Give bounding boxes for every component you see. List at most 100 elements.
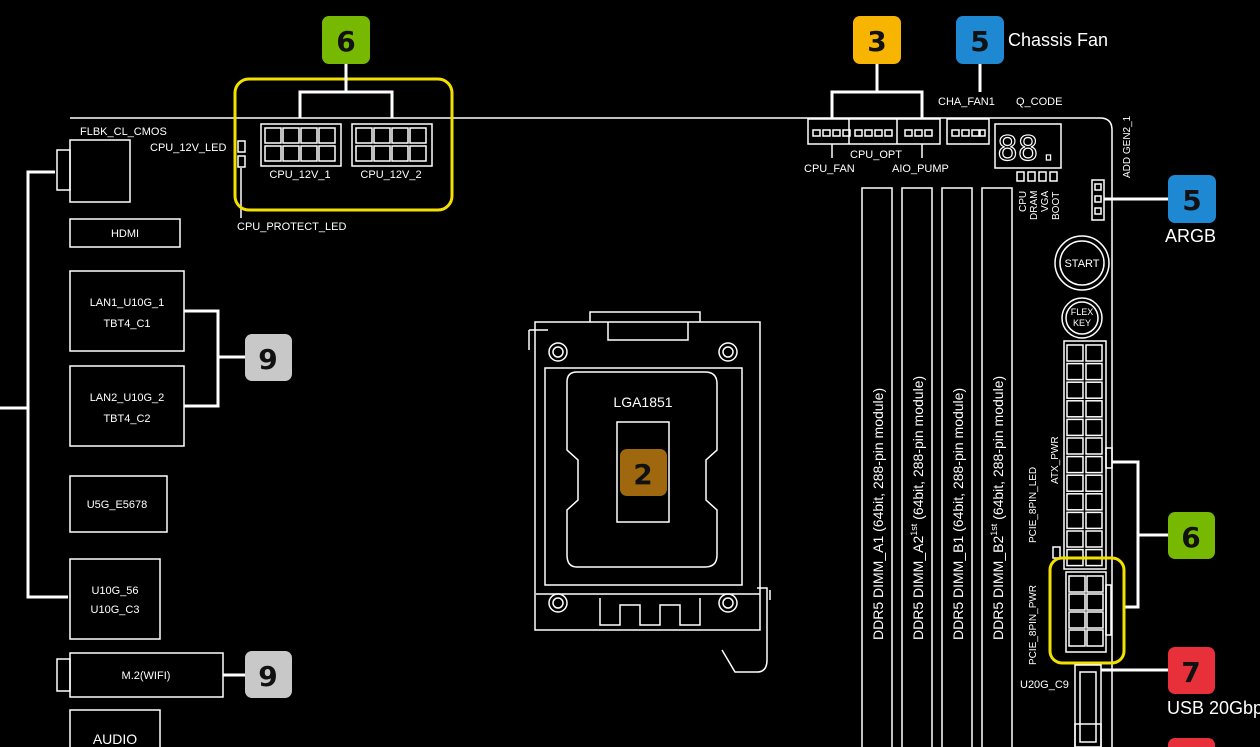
flex-key-label-2: KEY bbox=[1073, 318, 1091, 328]
pcie-8pin-led bbox=[1052, 546, 1061, 559]
atx-pin bbox=[1066, 530, 1084, 548]
rear-io-bracket bbox=[0, 170, 68, 599]
cpu-power-area: CPU_12V_LED CPU_PROTECT_LED CPU_12V_1 CP… bbox=[150, 64, 454, 233]
atx-pin bbox=[1085, 362, 1103, 381]
atx-pin bbox=[1066, 400, 1084, 418]
led-vga-label: VGA bbox=[1040, 191, 1051, 212]
cha-fan1-label: CHA_FAN1 bbox=[938, 96, 995, 108]
badge-lan: 9 bbox=[245, 334, 292, 381]
atx-pin bbox=[1085, 530, 1103, 548]
atx-power-connector: ATX_PWR bbox=[1050, 340, 1168, 609]
cpu-power-highlight bbox=[233, 77, 454, 212]
chassis-fan-callout: Chassis Fan bbox=[1008, 30, 1108, 50]
badge-cpu-fan: 3 bbox=[853, 16, 901, 64]
cpu-12v-led bbox=[237, 140, 246, 153]
u10g-label-1: U10G_56 bbox=[91, 585, 138, 597]
atx-pin bbox=[1085, 511, 1103, 530]
fan-header-block bbox=[807, 118, 941, 145]
fan-header-bracket bbox=[830, 64, 924, 119]
svg-text:5: 5 bbox=[1182, 184, 1201, 217]
badge-wifi: 9 bbox=[245, 651, 292, 698]
q-code-display: Q_CODE 88. CPU DRAM VGA BOOT bbox=[994, 96, 1062, 220]
dimm-slot-a2 bbox=[901, 187, 933, 747]
led-cpu-label: CPU bbox=[1018, 191, 1029, 212]
cpu-power-bracket bbox=[298, 64, 394, 118]
rear-io-column: FLBK_CL_CMOS HDMI LAN1_U10G_1 TBT4_C1 LA… bbox=[56, 126, 224, 747]
socket-label: LGA1851 bbox=[613, 394, 672, 410]
atx-pin bbox=[1066, 455, 1084, 474]
svg-text:9: 9 bbox=[258, 660, 277, 693]
cpu-12v-2-label: CPU_12V_2 bbox=[360, 169, 421, 181]
svg-text:7: 7 bbox=[1181, 656, 1200, 689]
cpu-12v-led-label: CPU_12V_LED bbox=[150, 142, 226, 154]
lan2-port bbox=[69, 365, 185, 447]
flex-key-button bbox=[1061, 297, 1103, 339]
atx-pin bbox=[1085, 493, 1103, 511]
atx-pin bbox=[1066, 493, 1084, 511]
atx-pin bbox=[1066, 418, 1084, 437]
cpu-12v-1-connector bbox=[260, 123, 342, 167]
pcie-8pin-pwr-label: PCIE_8PIN_PWR bbox=[1028, 585, 1039, 665]
dimm-a2-label: DDR5 DIMM_A21st (64bit, 288-pin module) bbox=[909, 376, 926, 640]
svg-text:6: 6 bbox=[336, 25, 355, 58]
aio-pump-label: AIO_PUMP bbox=[892, 163, 949, 175]
svg-text:6: 6 bbox=[1181, 521, 1200, 554]
flbk-cl-cmos-port bbox=[69, 139, 131, 203]
start-button bbox=[1054, 235, 1110, 291]
badge-atx-power: 6 bbox=[1168, 512, 1215, 559]
board-outline bbox=[70, 117, 1113, 747]
add-gen2-label: ADD GEN2_1 bbox=[1122, 115, 1133, 178]
atx-bracket bbox=[1112, 460, 1168, 609]
audio-port bbox=[69, 709, 161, 747]
svg-text:9: 9 bbox=[258, 343, 277, 376]
cpu-12v-1-pins bbox=[264, 127, 336, 162]
atx-pin bbox=[1066, 437, 1084, 455]
dimm-a1-label: DDR5 DIMM_A1 (64bit, 288-pin module) bbox=[870, 388, 886, 640]
badge-chassis-fan: 5 bbox=[956, 16, 1004, 64]
atx-pin bbox=[1066, 362, 1084, 381]
cpu-12v-1-label: CPU_12V_1 bbox=[269, 169, 330, 181]
onboard-buttons: START FLEX KEY bbox=[1054, 235, 1110, 339]
lan-bracket bbox=[184, 309, 246, 408]
atx-pin bbox=[1085, 344, 1103, 362]
cpu-opt-label: CPU_OPT bbox=[850, 149, 902, 161]
atx-pin bbox=[1085, 437, 1103, 455]
atx-pin bbox=[1085, 400, 1103, 418]
atx-pin bbox=[1066, 511, 1084, 530]
audio-label: AUDIO bbox=[93, 731, 137, 747]
cpu-12v-2-pins bbox=[355, 127, 427, 162]
atx-pin bbox=[1066, 474, 1084, 492]
flbk-cl-cmos-label: FLBK_CL_CMOS bbox=[80, 126, 167, 138]
atx-pin bbox=[1085, 455, 1103, 474]
atx-pin bbox=[1085, 418, 1103, 437]
svg-text:2: 2 bbox=[633, 458, 652, 491]
badge-cpu-power: 6 bbox=[322, 16, 370, 64]
cpu-protect-led-label: CPU_PROTECT_LED bbox=[237, 221, 346, 233]
atx-pin bbox=[1066, 344, 1084, 362]
lan1-port bbox=[69, 270, 185, 352]
svg-text:5: 5 bbox=[970, 25, 989, 58]
start-label: START bbox=[1064, 258, 1099, 270]
atx-pin bbox=[1066, 381, 1084, 399]
svg-text:3: 3 bbox=[867, 25, 886, 58]
badge-socket: 2 bbox=[620, 449, 667, 496]
m2-wifi-tab bbox=[56, 658, 71, 692]
badge-argb: 5 bbox=[1168, 175, 1216, 223]
dimm-slots: DDR5 DIMM_A1 (64bit, 288-pin module) DDR… bbox=[861, 187, 1013, 747]
hdmi-label: HDMI bbox=[111, 228, 139, 240]
cpu-protect-led bbox=[237, 155, 246, 168]
atx-pwr-label: ATX_PWR bbox=[1050, 436, 1061, 484]
u20g-label: U20G_C9 bbox=[1020, 679, 1069, 691]
fan-headers: CPU_FAN CPU_OPT AIO_PUMP CHA_FAN1 bbox=[804, 64, 995, 175]
led-dram-label: DRAM bbox=[1029, 191, 1040, 220]
lan2-label-2: TBT4_C2 bbox=[103, 413, 150, 425]
u10g-label-2: U10G_C3 bbox=[91, 604, 140, 616]
u5g-port bbox=[69, 475, 168, 533]
hdmi-port bbox=[69, 218, 181, 248]
cpu-fan-label: CPU_FAN bbox=[804, 163, 855, 175]
cpu-12v-2-connector bbox=[351, 123, 433, 167]
lan1-label-1: LAN1_U10G_1 bbox=[90, 297, 165, 309]
cpu-socket: LGA1851 bbox=[528, 311, 771, 673]
flbk-cl-cmos-button bbox=[56, 149, 71, 191]
